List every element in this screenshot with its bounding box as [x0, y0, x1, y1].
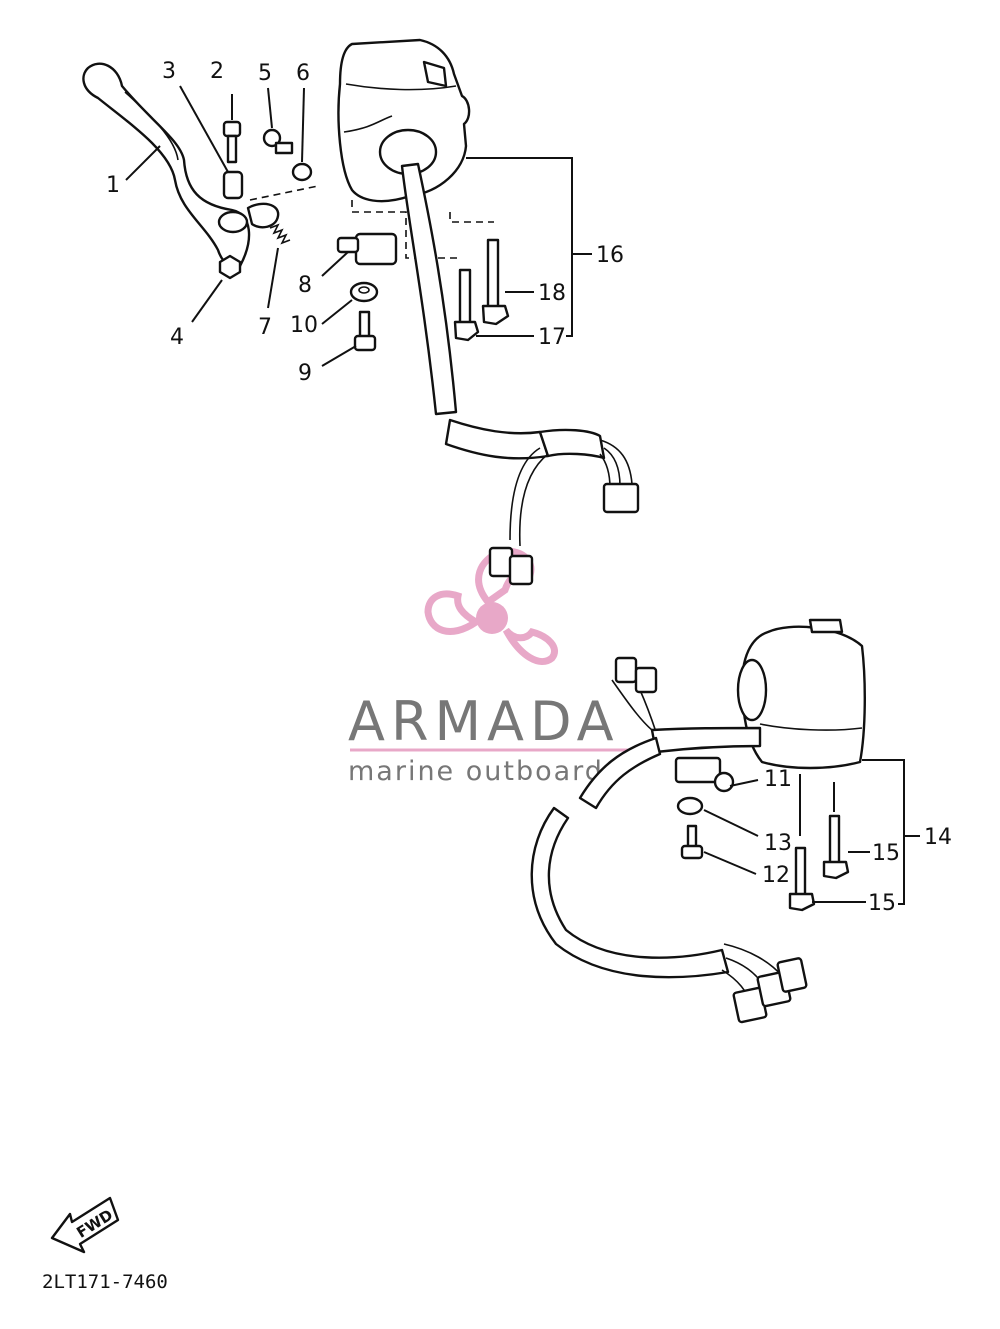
- bolt-2: [222, 120, 242, 164]
- label-17: 17: [538, 325, 566, 350]
- label-5: 5: [258, 61, 272, 86]
- spring-7: [269, 223, 291, 245]
- label-10: 10: [290, 313, 318, 338]
- label-6: 6: [296, 61, 310, 86]
- label-3: 3: [162, 59, 176, 84]
- label-13: 13: [764, 831, 792, 856]
- armada-watermark: ARMADA marine outboards: [348, 547, 650, 787]
- bolt-15-upper: [822, 814, 850, 880]
- part-labels: 1 2 3 4 5 6 7 8 9 10 11 12 13 14 15 15 1…: [106, 59, 952, 916]
- lower-wire-harness: [530, 656, 808, 1024]
- switch-housing-14: [736, 618, 866, 770]
- washer-13: [676, 796, 704, 816]
- label-9: 9: [298, 361, 312, 386]
- label-7: 7: [258, 315, 272, 340]
- label-2: 2: [210, 59, 224, 84]
- switch-11: [674, 756, 735, 793]
- label-15-upper: 15: [872, 841, 900, 866]
- label-16: 16: [596, 243, 624, 268]
- collar-3: [222, 170, 244, 200]
- nut-6: [291, 162, 313, 182]
- label-18: 18: [538, 281, 566, 306]
- nut-4: [218, 254, 242, 280]
- bolt-18: [481, 238, 510, 326]
- screw-12: [680, 824, 704, 860]
- label-12: 12: [762, 863, 790, 888]
- watermark-tagline: marine outboards: [348, 756, 620, 787]
- label-15-lower: 15: [868, 891, 896, 916]
- label-1: 1: [106, 173, 120, 198]
- label-4: 4: [170, 325, 184, 350]
- label-11: 11: [764, 767, 792, 792]
- label-14: 14: [924, 825, 952, 850]
- bolt-15-lower: [788, 846, 816, 912]
- drawing-code: 2LT171-7460: [42, 1271, 168, 1293]
- bolt-17: [453, 268, 480, 342]
- watermark-brand: ARMADA: [348, 690, 620, 753]
- screw-5: [262, 128, 294, 155]
- switch-8: [336, 232, 398, 266]
- switch-housing-16: [337, 38, 471, 203]
- screw-9: [353, 310, 377, 352]
- label-8: 8: [298, 273, 312, 298]
- forward-arrow: FWD: [50, 1196, 120, 1254]
- upper-wire-harness: [400, 162, 640, 586]
- washer-10: [349, 281, 379, 303]
- pivot-bracket: [217, 202, 280, 234]
